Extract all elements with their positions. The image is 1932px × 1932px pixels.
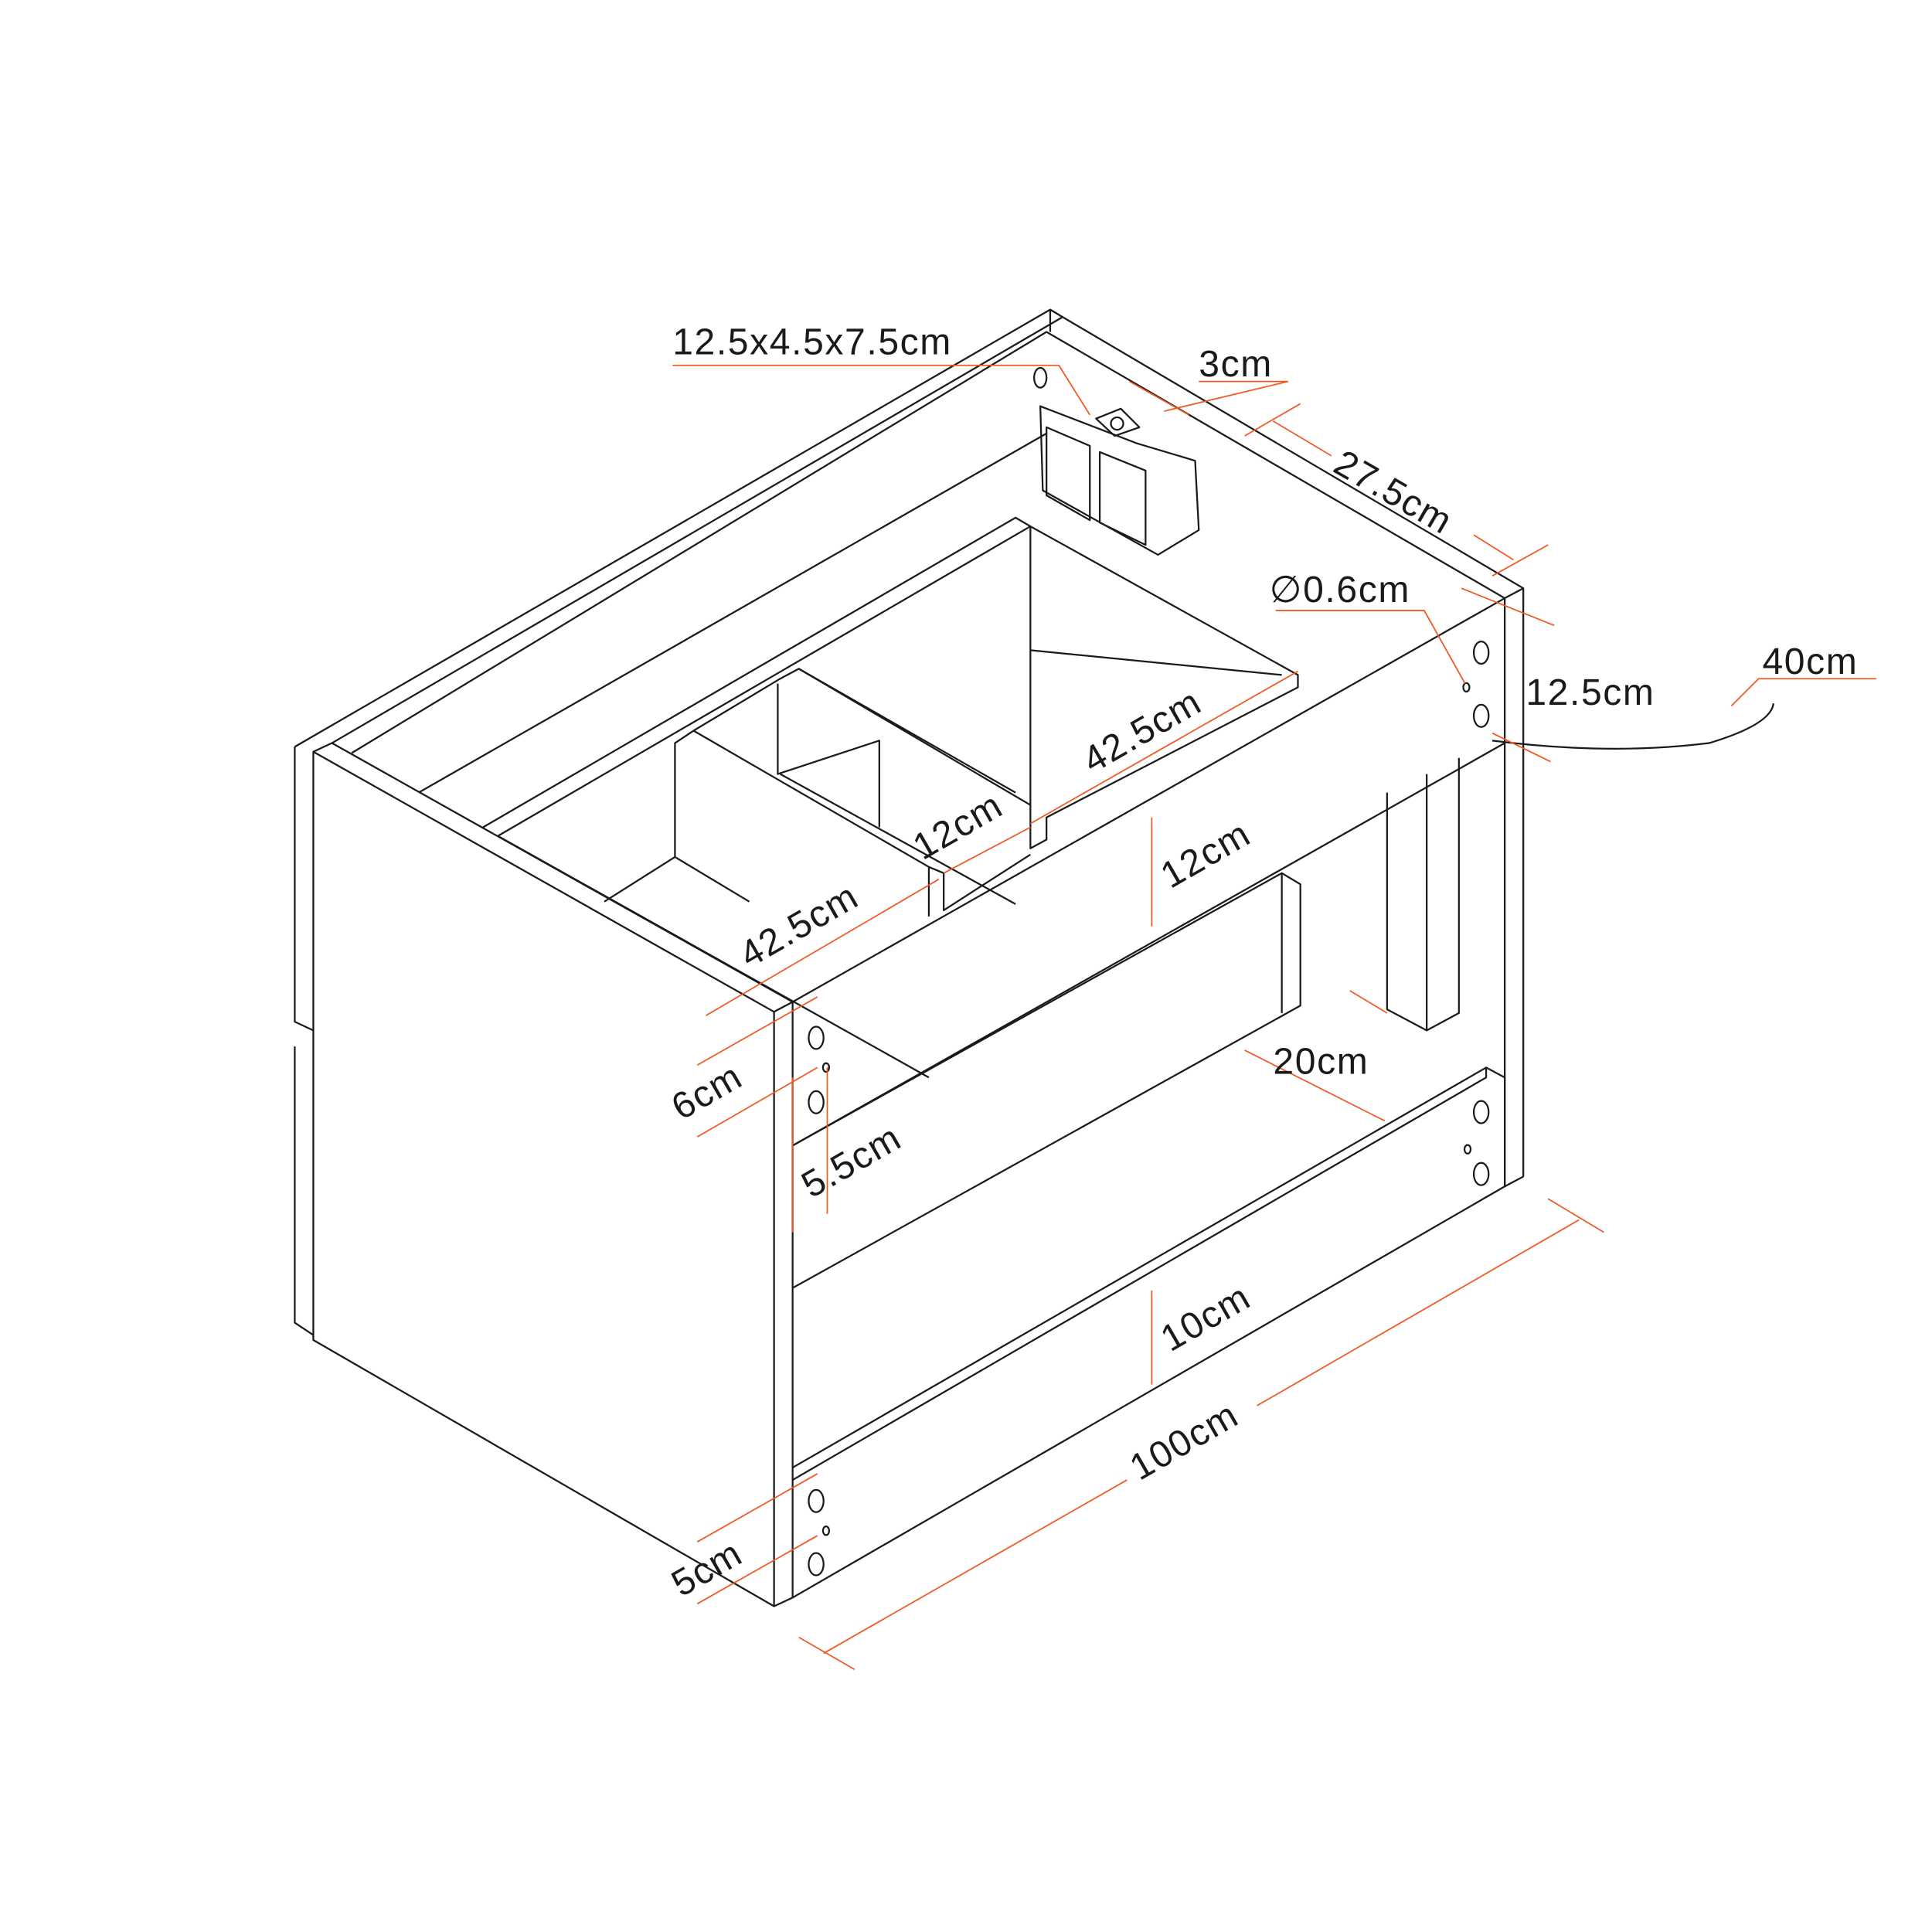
- label-front-rail-height: 12.5cm: [1526, 672, 1655, 713]
- label-cable-length: 40cm: [1762, 641, 1858, 682]
- label-hole-offset: 5.5cm: [794, 1117, 908, 1206]
- cabinet-outline: [294, 308, 1774, 1607]
- label-bottom-rail: 5cm: [665, 1532, 750, 1605]
- dimension-lines: [672, 364, 1876, 1671]
- label-rail-gap: 3cm: [1199, 343, 1273, 385]
- label-socket-box-size: 12.5x4.5x7.5cm: [672, 321, 952, 362]
- label-drawer-height: 12cm: [1154, 812, 1257, 896]
- label-width: 100cm: [1123, 1393, 1246, 1488]
- label-depth-top: 27.5cm: [1327, 442, 1460, 543]
- label-back-leg-depth: 20cm: [1273, 1040, 1369, 1082]
- label-compartment-mid: 12cm: [906, 784, 1009, 869]
- label-lower-opening: 10cm: [1154, 1276, 1257, 1360]
- label-compartment-back: 42.5cm: [1076, 681, 1209, 781]
- label-hole-diameter: ∅0.6cm: [1270, 569, 1410, 611]
- power-cable: [1492, 703, 1774, 750]
- label-side-top-offset: 6cm: [665, 1055, 750, 1128]
- dimension-labels: 12.5x4.5x7.5cm 3cm 27.5cm ∅0.6cm 12.5cm …: [665, 321, 1858, 1605]
